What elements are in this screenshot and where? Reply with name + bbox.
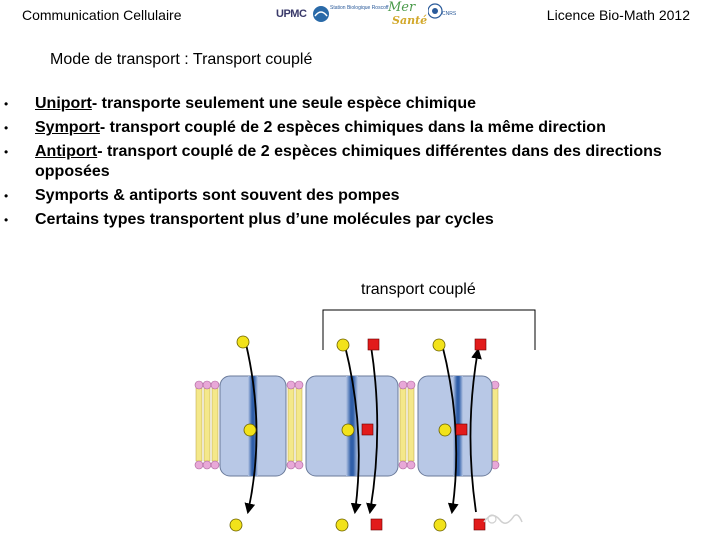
upmc-logo: UPMC [276, 8, 307, 20]
mer-sante-logo: Mer Santé [386, 0, 427, 30]
lipid-row-right [490, 380, 500, 470]
solute-square [367, 338, 380, 351]
program-title: Licence Bio-Math 2012 [546, 7, 690, 23]
bullet-item: • Uniport- transporte seulement une seul… [0, 94, 700, 114]
station-logo-icon [313, 6, 329, 22]
antiport-arrow-circle [441, 343, 459, 515]
lipid-row-left [194, 380, 220, 470]
bullet-term: Antiport [35, 143, 98, 160]
logo-strip: UPMC Station Biologique Roscoff Mer Sant… [276, 0, 468, 30]
solute-circle [335, 518, 349, 532]
solute-circle [236, 335, 250, 349]
station-logo-text: Station Biologique Roscoff [330, 5, 389, 11]
bullet-item: • Symport- transport couplé de 2 espèces… [0, 118, 700, 138]
solute-circle [433, 518, 447, 532]
transport-diagram [194, 309, 536, 532]
solute-square [361, 423, 374, 436]
solute-circle [438, 423, 452, 437]
solute-square [455, 423, 468, 436]
lipid-row-mid2 [398, 380, 416, 470]
cnrs-logo-icon [427, 3, 443, 19]
solute-square [474, 338, 487, 351]
solute-circle [336, 338, 350, 352]
bullet-list: • Uniport- transporte seulement une seul… [0, 94, 720, 234]
bullet-text: - transport couplé de 2 espèces chimique… [99, 119, 606, 136]
bullet-text: - transport couplé de 2 espèces chimique… [35, 143, 662, 180]
bullet-dot-icon: • [4, 145, 9, 159]
cnrs-logo-text: CNRS [442, 11, 457, 17]
course-title: Communication Cellulaire [22, 7, 182, 23]
signature-scribble-icon [483, 514, 523, 524]
solute-square [473, 518, 486, 531]
bullet-item: • Antiport- transport couplé de 2 espèce… [0, 142, 700, 182]
bullet-dot-icon: • [4, 189, 9, 203]
bullet-dot-icon: • [4, 97, 9, 111]
bullet-text: Symports & antiports sont souvent des po… [35, 187, 400, 204]
bullet-item: • Certains types transportent plus d’une… [0, 210, 700, 230]
solute-circle [229, 518, 243, 532]
coupled-bracket [322, 309, 536, 350]
figure-label: transport couplé [361, 281, 476, 298]
bullet-text: - transporte seulement une seule espèce … [91, 95, 476, 112]
solute-circle [341, 423, 355, 437]
symport-arrow-circle [344, 345, 362, 515]
bullet-text: Certains types transportent plus d’une m… [35, 211, 494, 228]
mer-logo-word: Mer [388, 0, 416, 15]
slide-subtitle: Mode de transport : Transport couplé [50, 51, 313, 68]
solute-square [370, 518, 383, 531]
bullet-dot-icon: • [4, 121, 9, 135]
sante-logo-word: Santé [392, 14, 428, 27]
lipid-row-mid1 [286, 380, 304, 470]
uniport-arrow [244, 343, 258, 515]
station-biologique-logo: Station Biologique Roscoff [313, 2, 389, 28]
symport-arrow-square [366, 345, 379, 515]
bullet-item: • Symports & antiports sont souvent des … [0, 186, 700, 206]
bullet-term: Uniport [35, 95, 92, 112]
lipid-bilayer [194, 380, 500, 470]
slide-header: Communication Cellulaire UPMC Station Bi… [0, 0, 720, 32]
antiport-arrow-square [469, 347, 482, 513]
solute-circle [432, 338, 446, 352]
cnrs-logo: CNRS [427, 2, 468, 28]
solute-circle [243, 423, 257, 437]
bullet-dot-icon: • [4, 213, 9, 227]
bullet-term: Symport [35, 119, 100, 136]
